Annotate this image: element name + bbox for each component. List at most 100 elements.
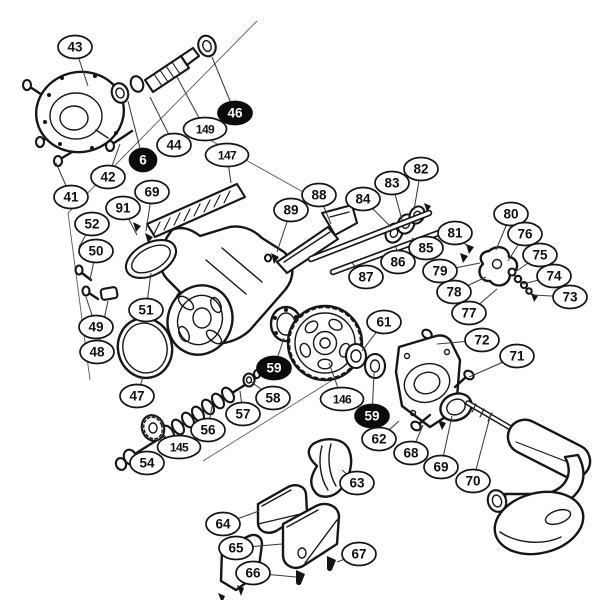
callout-bubble xyxy=(348,264,384,290)
cover-65 xyxy=(281,502,341,569)
callout-bubble xyxy=(79,339,115,365)
part-callout-65: 65 xyxy=(218,535,254,561)
part-callout-83: 83 xyxy=(374,170,410,196)
callout-bubble xyxy=(105,195,141,221)
part-number-label: 48 xyxy=(89,345,105,360)
callout-bubble xyxy=(156,132,192,158)
part-number-label: 77 xyxy=(461,306,476,321)
part-number-label: 80 xyxy=(503,207,518,222)
part-callout-88: 88 xyxy=(301,182,337,208)
stopper-bracket-group xyxy=(460,244,538,302)
callout-bubble xyxy=(182,116,228,142)
part-callout-75: 75 xyxy=(522,242,558,268)
callout-bubble xyxy=(345,186,381,212)
part-number-label: 47 xyxy=(129,389,144,404)
part-callout-81: 81 xyxy=(437,220,473,246)
bearing-cap-group xyxy=(438,392,473,430)
callout-bubble xyxy=(455,468,491,494)
drive-gear-group xyxy=(269,304,387,382)
callout-bubble xyxy=(408,235,444,261)
part-callout-68: 68 xyxy=(393,440,429,466)
push-rods-group xyxy=(307,209,456,276)
part-callout-66: 66 xyxy=(235,560,271,586)
part-callout-82: 82 xyxy=(403,156,439,182)
part-number-label: 63 xyxy=(349,476,365,491)
part-callout-48: 48 xyxy=(79,339,115,365)
callout-bubble xyxy=(78,238,114,264)
small-bearing xyxy=(344,342,368,370)
part-callout-56: 56 xyxy=(190,417,226,443)
rotor-assembly-group xyxy=(74,182,294,356)
part-callout-69-lower: 69 xyxy=(423,454,459,480)
part-callout-54: 54 xyxy=(129,450,165,476)
part-number-label: 89 xyxy=(283,203,298,218)
callout-bubble xyxy=(156,434,202,460)
part-callout-145: 145 xyxy=(156,434,202,460)
part-number-label: 59 xyxy=(266,361,281,376)
screw-tip-icon xyxy=(531,293,538,302)
part-number-label: 61 xyxy=(376,315,392,330)
part-number-label: 57 xyxy=(235,407,250,422)
ball-bearing xyxy=(269,305,303,343)
part-callout-86: 86 xyxy=(380,249,416,275)
callout-bubble xyxy=(205,511,241,537)
part-callout-74: 74 xyxy=(536,263,572,289)
callout-bubble xyxy=(218,535,254,561)
callout-bubble xyxy=(522,242,558,268)
part-number-label: 52 xyxy=(84,217,99,232)
part-callout-43: 43 xyxy=(57,34,93,60)
part-number-label: 50 xyxy=(88,244,103,259)
set-screw-icon xyxy=(145,233,153,243)
part-callout-59-upper: 59 xyxy=(256,355,292,381)
callout-bubble xyxy=(403,156,439,182)
callout-bubble xyxy=(129,450,165,476)
part-callout-52: 52 xyxy=(74,211,110,237)
part-callout-149: 149 xyxy=(182,116,228,142)
rotor-nut-plate-group xyxy=(21,70,145,168)
callout-bubble xyxy=(190,417,226,443)
callout-bubble xyxy=(507,221,543,247)
part-number-label: 85 xyxy=(418,241,434,256)
part-number-label: 71 xyxy=(509,349,525,364)
part-number-label: 43 xyxy=(67,40,83,55)
rotor-seal-ring xyxy=(124,238,178,280)
drag-plate-disc xyxy=(34,70,126,154)
trip-pin-icon xyxy=(271,253,279,264)
callout-bubble xyxy=(255,385,291,411)
part-number-label: 42 xyxy=(100,170,115,185)
part-number-label: 59 xyxy=(364,409,379,424)
small-fasteners xyxy=(74,264,119,301)
part-callout-47: 47 xyxy=(119,383,155,409)
part-number-label: 56 xyxy=(200,423,216,438)
callout-bubble xyxy=(552,284,588,310)
part-callout-44: 44 xyxy=(156,132,192,158)
part-callout-63: 63 xyxy=(339,470,375,496)
set-screw-icon xyxy=(460,253,468,263)
part-callout-72: 72 xyxy=(464,327,500,353)
cover-screw-icon xyxy=(218,593,225,600)
part-callout-147: 147 xyxy=(204,142,250,168)
handle-knob xyxy=(493,490,585,556)
part-callout-77: 77 xyxy=(451,300,487,326)
set-screw-icon xyxy=(133,222,141,232)
callout-bubble xyxy=(273,197,309,223)
callout-bubble xyxy=(380,249,416,275)
part-number-label: 73 xyxy=(562,290,578,305)
callout-bubble xyxy=(90,164,126,190)
callout-bubble xyxy=(423,454,459,480)
part-number-label: 146 xyxy=(333,393,352,407)
part-callout-42: 42 xyxy=(90,164,126,190)
part-number-label: 83 xyxy=(384,176,400,191)
rotor-ported-flange xyxy=(166,284,234,356)
callout-bubble xyxy=(319,386,365,412)
callout-bubble xyxy=(301,182,337,208)
part-number-label: 79 xyxy=(432,264,447,279)
part-number-label: 64 xyxy=(215,517,231,532)
part-callout-64: 64 xyxy=(205,511,241,537)
part-number-label: 74 xyxy=(546,269,562,284)
part-callout-84: 84 xyxy=(345,186,381,212)
part-callout-41: 41 xyxy=(53,184,89,210)
drive-gear xyxy=(286,304,364,382)
part-number-label: 91 xyxy=(115,201,131,216)
callout-bubble xyxy=(225,401,261,427)
